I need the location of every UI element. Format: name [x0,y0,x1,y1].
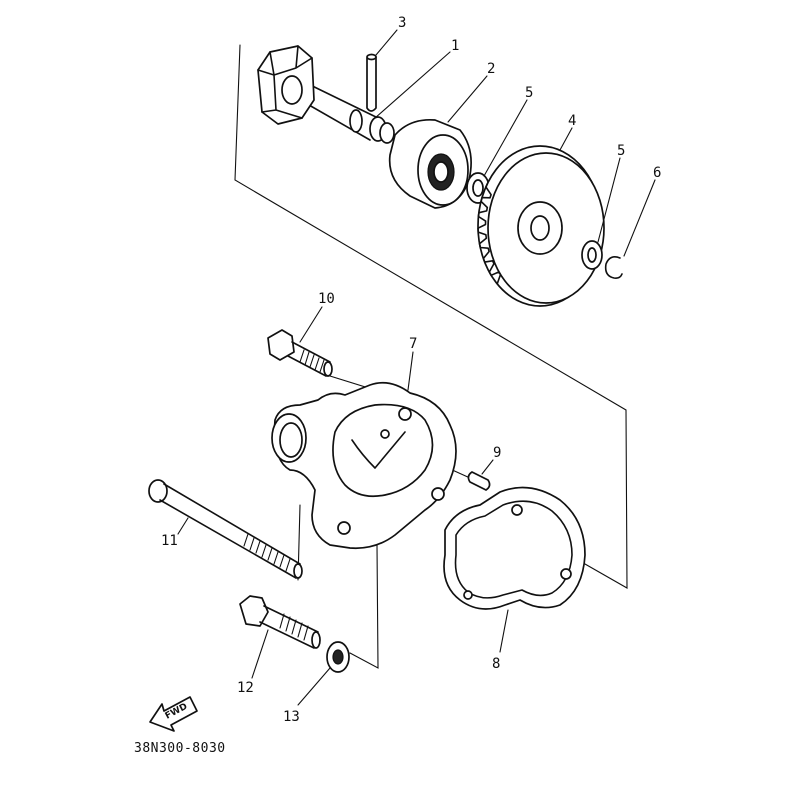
callout-6: 6 [653,165,661,181]
callout-7: 7 [409,336,417,352]
callout-11: 11 [161,533,178,549]
forward-arrow-icon: FWD [149,696,198,732]
leader-lines [177,29,656,706]
impeller-gear [477,145,605,307]
callout-8: 8 [492,656,500,672]
callout-2: 2 [487,61,495,77]
callout-13: 13 [283,709,300,725]
callout-4: 4 [568,113,576,129]
circlip [604,256,623,279]
callout-3: 3 [398,15,406,31]
callout-labels: 3 1 2 5 4 5 6 10 7 9 11 8 12 13 [161,15,661,725]
dowel-pin [467,471,491,491]
flange-bolt [239,595,321,649]
gasket [443,486,586,610]
callout-12: 12 [237,680,254,696]
gear-teeth [477,182,502,285]
washer [581,240,603,270]
callout-5: 5 [617,143,625,159]
oil-seal-bearing [388,118,472,209]
washer-13 [326,641,350,673]
impeller [257,45,315,125]
callout-10: 10 [318,291,335,307]
callout-9: 9 [493,445,501,461]
bolt-short [267,329,333,377]
callout-1: 1 [451,38,459,54]
pin [366,53,377,112]
pump-housing [271,381,457,550]
callout-5: 5 [525,85,533,101]
bolt-long [148,479,303,579]
diagram-part-code: 38N300-8030 [134,741,226,756]
